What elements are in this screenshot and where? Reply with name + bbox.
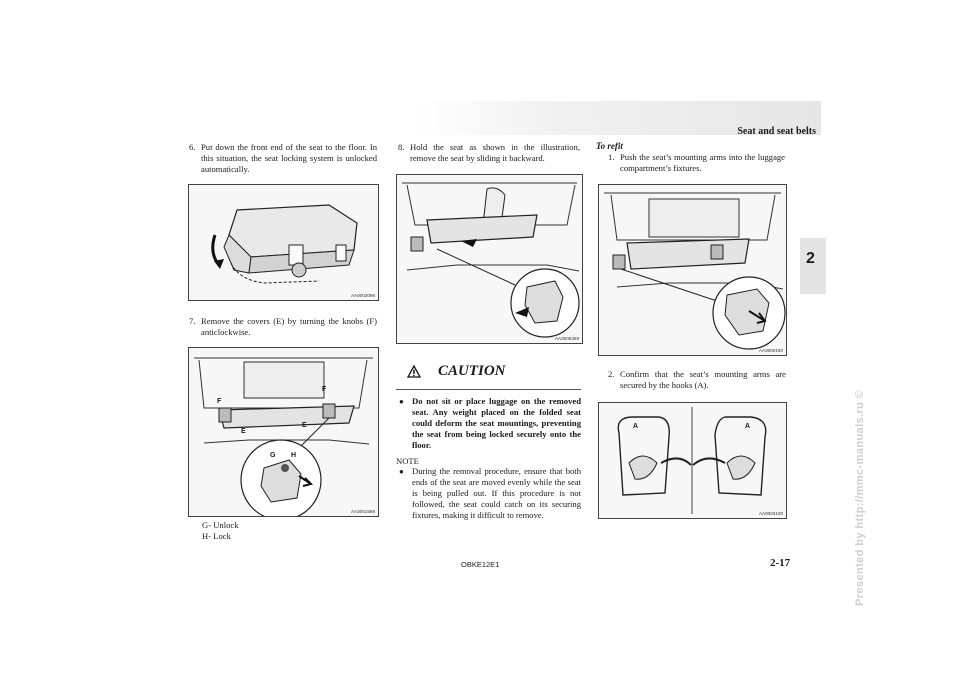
refit-step-2-text: Confirm that the seat’s mounting arms ar… xyxy=(620,369,786,390)
page-number: 2-17 xyxy=(770,557,791,569)
header-band xyxy=(415,101,821,135)
label-g: G xyxy=(270,452,276,459)
legend-unlock: G- Unlock xyxy=(202,520,239,530)
step-8-text: Hold the seat as shown in the illustrati… xyxy=(410,142,580,163)
label-e-left: E xyxy=(241,428,246,435)
step-6-number: 6. xyxy=(189,142,196,152)
step-7-text: Remove the covers (E) by turning the kno… xyxy=(201,316,377,337)
figure-2-code: AA3001598 xyxy=(350,509,375,514)
figure-4-code: AA3000160 xyxy=(758,348,783,353)
refit-step-1-number: 1. xyxy=(608,152,615,162)
figure-hooks: A A AA0003100 xyxy=(598,402,787,519)
seat-folding-illustration xyxy=(211,204,358,284)
refit-step-2-number: 2. xyxy=(608,369,615,379)
label-f-left: F xyxy=(217,398,222,405)
refit-subheading: To refit xyxy=(596,141,623,151)
refit-step-1-text: Push the seat’s mounting arms into the l… xyxy=(620,152,785,173)
chapter-tab-number: 2 xyxy=(806,250,815,267)
section-title: Seat and seat belts xyxy=(737,126,816,137)
step-8-number: 8. xyxy=(398,142,405,152)
figure-covers-knobs: F F E E G H AA3001598 xyxy=(188,347,379,517)
label-a-left: A xyxy=(633,423,639,430)
label-h: H xyxy=(291,452,297,459)
watermark-text: Presented by http://mmc-manuals.ru © xyxy=(854,389,866,606)
footer-code: OBKE12E1 xyxy=(461,560,500,569)
figure-seat-sliding: AA3006359 xyxy=(396,174,583,344)
note-text: During the removal procedure, ensure tha… xyxy=(412,466,581,520)
figure-5-code: AA0003100 xyxy=(758,511,783,516)
seat-sliding-illustration xyxy=(402,182,580,338)
covers-knobs-illustration xyxy=(194,357,373,516)
caution-header: CAUTION xyxy=(396,359,581,390)
figure-3-code: AA3006359 xyxy=(554,336,579,341)
figure-seat-folding: AA0003096 xyxy=(188,184,379,301)
caution-title: CAUTION xyxy=(438,363,506,379)
legend-lock: H- Lock xyxy=(202,531,231,541)
label-f-right: F xyxy=(322,386,327,393)
step-6-text: Put down the front end of the seat to th… xyxy=(201,142,377,174)
note-bullet-icon: ● xyxy=(399,467,404,476)
label-a-right: A xyxy=(745,423,751,430)
warning-triangle-icon xyxy=(407,365,421,378)
figure-mounting-arms: AA3000160 xyxy=(598,184,787,356)
chapter-tab xyxy=(800,238,826,294)
note-label: NOTE xyxy=(396,456,419,466)
figure-1-code: AA0003096 xyxy=(350,293,375,298)
label-e-right: E xyxy=(302,422,307,429)
hooks-illustration xyxy=(617,407,767,514)
mounting-arms-illustration xyxy=(604,192,786,350)
caution-bullet-icon: ● xyxy=(399,397,404,406)
step-7-number: 7. xyxy=(189,316,196,326)
caution-text: Do not sit or place luggage on the remov… xyxy=(412,396,581,450)
